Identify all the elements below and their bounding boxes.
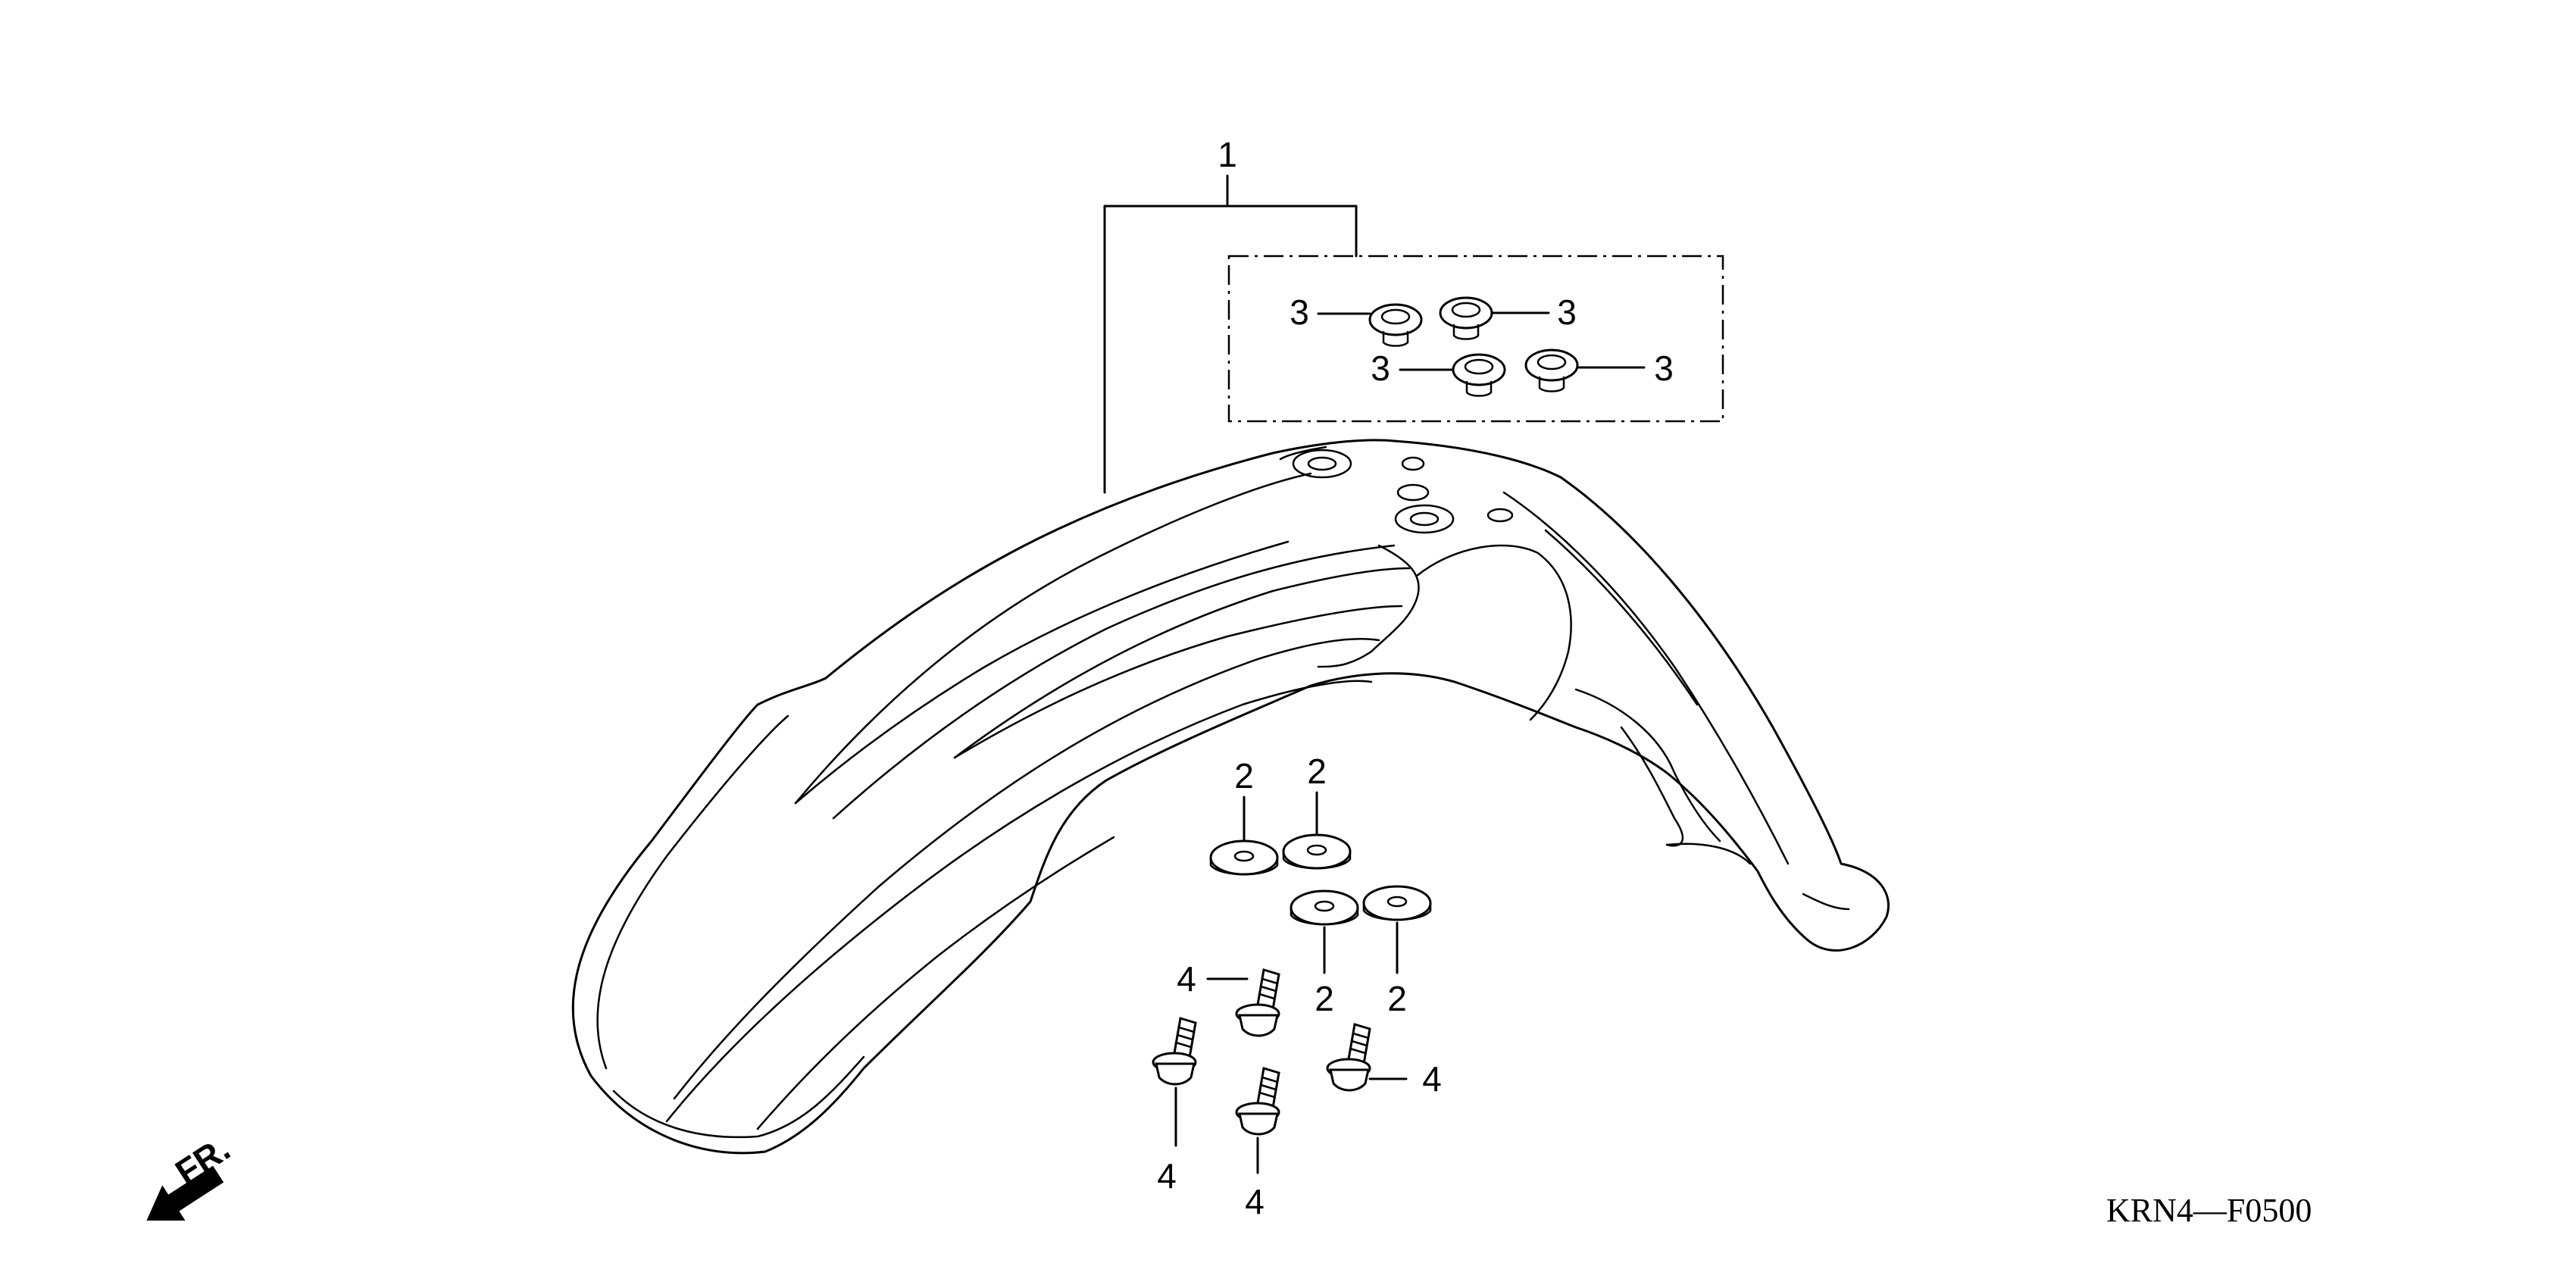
bolt-d-callout: 4	[1245, 1182, 1265, 1221]
washer-d-callout: 2	[1387, 979, 1407, 1018]
diagram-code: KRN4—F0500	[2106, 1192, 2312, 1229]
washer-a	[1209, 839, 1279, 876]
fender-callout: 1	[1103, 135, 1358, 494]
washer-b-callout: 2	[1307, 752, 1327, 791]
fender-callout-label: 1	[1218, 135, 1237, 174]
bolt-callouts: 4 4 4 4	[1157, 959, 1442, 1221]
bolt-c-callout: 4	[1422, 1059, 1442, 1099]
grommet-c	[1452, 353, 1506, 397]
grommet-d	[1524, 349, 1579, 392]
washer-callouts: 2 2 2 2	[1234, 752, 1407, 1018]
bolt-c	[1326, 1023, 1371, 1092]
washer-c	[1290, 889, 1359, 926]
washer-d	[1362, 885, 1432, 921]
bolt-a-callout: 4	[1177, 959, 1196, 999]
washer-a-callout: 2	[1234, 756, 1254, 796]
front-direction-arrow: FR.	[146, 1128, 237, 1221]
bolt-d	[1235, 1067, 1280, 1136]
front-direction-label: FR.	[168, 1128, 236, 1192]
washer-c-callout: 2	[1315, 979, 1334, 1018]
grommet-b	[1439, 296, 1493, 340]
bolt-b-callout: 4	[1157, 1156, 1177, 1196]
grommet-c-callout: 3	[1371, 349, 1390, 388]
grommet-d-callout: 3	[1654, 349, 1674, 388]
grommet-a	[1368, 303, 1423, 347]
bolt-b	[1152, 1017, 1197, 1086]
front-fender	[571, 439, 1890, 1155]
grommet-callouts: 3 3 3 3	[1290, 292, 1674, 388]
bolt-a	[1235, 968, 1280, 1037]
grommet-kit-box	[1227, 255, 1724, 423]
grommet-b-callout: 3	[1557, 292, 1577, 332]
washer-b	[1282, 833, 1352, 870]
grommet-a-callout: 3	[1290, 292, 1309, 332]
